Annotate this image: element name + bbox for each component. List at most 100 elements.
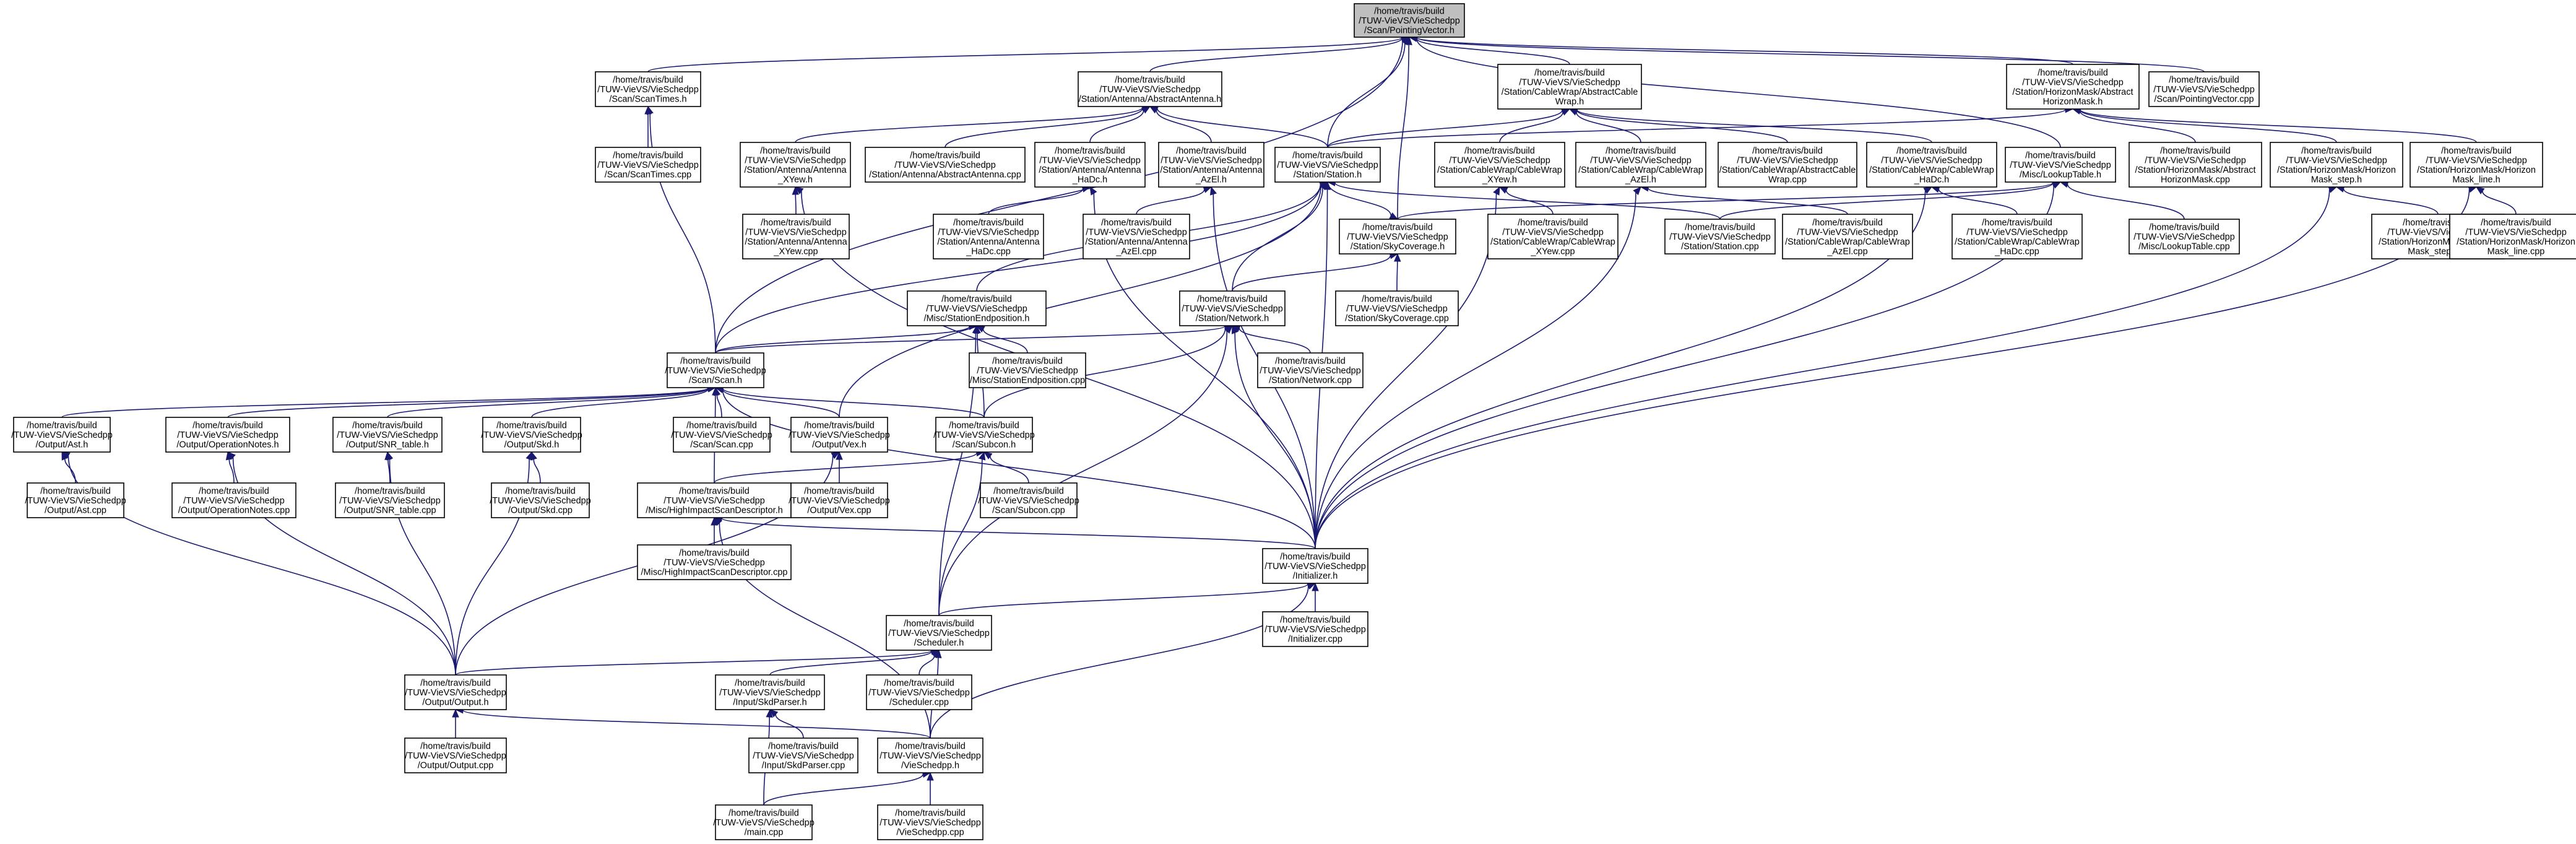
file-node[interactable]: /home/travis/build/TUW-VieVS/VieSchedpp/… bbox=[1866, 142, 1997, 188]
file-node[interactable]: /home/travis/build/TUW-VieVS/VieSchedpp/… bbox=[165, 417, 290, 453]
file-node[interactable]: /home/travis/build/TUW-VieVS/VieSchedpp/… bbox=[25, 482, 126, 518]
file-node[interactable]: /home/travis/build/TUW-VieVS/VieSchedpp/… bbox=[595, 147, 701, 183]
file-node[interactable]: /home/travis/build/TUW-VieVS/VieSchedpp/… bbox=[1158, 142, 1264, 188]
file-node[interactable]: /home/travis/build/TUW-VieVS/VieSchedpp/… bbox=[1034, 142, 1146, 188]
file-node[interactable]: /home/travis/build/TUW-VieVS/VieSchedpp/… bbox=[1335, 290, 1459, 326]
file-node[interactable]: /home/travis/build/TUW-VieVS/VieSchedpp/… bbox=[1354, 3, 1465, 38]
file-node[interactable]: /home/travis/build/TUW-VieVS/VieSchedpp/… bbox=[332, 417, 443, 453]
file-node[interactable]: /home/travis/build/TUW-VieVS/VieSchedpp/… bbox=[1664, 219, 1776, 255]
node-label-line: /Output/OperationNotes.cpp bbox=[178, 506, 290, 516]
node-label-line: /Output/Output.cpp bbox=[418, 761, 494, 771]
file-node[interactable]: /home/travis/build/TUW-VieVS/VieSchedpp/… bbox=[1951, 214, 2083, 259]
edge-line bbox=[795, 107, 1143, 143]
file-node[interactable]: /home/travis/build/TUW-VieVS/VieSchedpp/… bbox=[978, 482, 1079, 518]
file-node[interactable]: /home/travis/build/TUW-VieVS/VieSchedpp/… bbox=[2129, 219, 2240, 255]
file-node[interactable]: /home/travis/build/TUW-VieVS/VieSchedpp/… bbox=[748, 737, 858, 773]
file-node[interactable]: /home/travis/build/TUW-VieVS/VieSchedpp/… bbox=[907, 290, 1047, 326]
node-label-line: /Output/Ast.cpp bbox=[45, 506, 106, 516]
node-box bbox=[1257, 352, 1364, 388]
file-node[interactable]: /home/travis/build/TUW-VieVS/VieSchedpp/… bbox=[1339, 219, 1456, 255]
node-label-line: /TUW-VieVS/VieSchedpp bbox=[1277, 160, 1378, 170]
file-node[interactable]: /home/travis/build/TUW-VieVS/VieSchedpp/… bbox=[490, 482, 591, 518]
file-node[interactable]: /home/travis/build/TUW-VieVS/VieSchedpp/… bbox=[715, 674, 825, 710]
node-label-line: /home/travis/build bbox=[1055, 146, 1125, 156]
arrowhead bbox=[1312, 582, 1319, 591]
edge-line bbox=[1505, 190, 1554, 215]
file-node[interactable]: /home/travis/build/TUW-VieVS/VieSchedpp/… bbox=[335, 482, 445, 518]
file-node[interactable]: /home/travis/build/TUW-VieVS/VieSchedpp/… bbox=[933, 214, 1044, 259]
file-node[interactable]: /home/travis/build/TUW-VieVS/VieSchedpp/… bbox=[2005, 147, 2116, 183]
file-node[interactable]: /home/travis/build/TUW-VieVS/VieSchedpp/… bbox=[1179, 290, 1286, 326]
file-node[interactable]: /home/travis/build/TUW-VieVS/VieSchedpp/… bbox=[11, 417, 113, 453]
node-label-line: /TUW-VieVS/VieSchedpp bbox=[713, 818, 815, 828]
file-node[interactable]: /home/travis/build/TUW-VieVS/VieSchedpp/… bbox=[2270, 142, 2403, 188]
file-node[interactable]: /home/travis/build/TUW-VieVS/VieSchedpp/… bbox=[1078, 71, 1222, 107]
edge-line bbox=[647, 37, 1403, 72]
file-node[interactable]: /home/travis/build/TUW-VieVS/VieSchedpp/… bbox=[665, 352, 766, 388]
file-node[interactable]: /home/travis/build/TUW-VieVS/VieSchedpp/… bbox=[1262, 611, 1368, 647]
file-node[interactable]: /home/travis/build/TUW-VieVS/VieSchedpp/… bbox=[742, 214, 850, 259]
file-node[interactable]: /home/travis/build/TUW-VieVS/VieSchedpp/… bbox=[2410, 142, 2543, 188]
node-label-line: /Station/Antenna/AbstractAntenna.h bbox=[1079, 95, 1222, 105]
file-node[interactable]: /home/travis/build/TUW-VieVS/VieSchedpp/… bbox=[789, 417, 890, 453]
file-node[interactable]: /home/travis/build/TUW-VieVS/VieSchedpp/… bbox=[171, 482, 296, 518]
node-label-line: /home/travis/build bbox=[804, 487, 875, 497]
file-node[interactable]: /home/travis/build/TUW-VieVS/VieSchedpp/… bbox=[1274, 147, 1381, 183]
node-label-line: /Station/Antenna/Antenna bbox=[1039, 165, 1141, 175]
file-node[interactable]: /home/travis/build/TUW-VieVS/VieSchedpp/… bbox=[1434, 142, 1565, 188]
dependency-edge bbox=[531, 385, 717, 418]
arrowhead bbox=[452, 708, 459, 718]
file-node[interactable]: /home/travis/build/TUW-VieVS/VieSchedpp/… bbox=[1575, 142, 1706, 188]
node-label-line: /TUW-VieVS/VieSchedpp bbox=[2286, 155, 2387, 165]
node-label-line: /home/travis/build bbox=[760, 146, 831, 156]
file-node[interactable]: /home/travis/build/TUW-VieVS/VieSchedpp/… bbox=[1718, 142, 1857, 188]
file-node[interactable]: /home/travis/build/TUW-VieVS/VieSchedpp/… bbox=[886, 615, 992, 651]
node-label-line: /Station/Station.h bbox=[1294, 170, 1362, 180]
node-label-line: /home/travis/build bbox=[679, 549, 750, 559]
file-node[interactable]: /home/travis/build/TUW-VieVS/VieSchedpp/… bbox=[2129, 142, 2262, 188]
file-node[interactable]: /home/travis/build/TUW-VieVS/VieSchedpp/… bbox=[2449, 214, 2576, 259]
file-node[interactable]: /home/travis/build/TUW-VieVS/VieSchedpp/… bbox=[1497, 64, 1642, 110]
file-node[interactable]: /home/travis/build/TUW-VieVS/VieSchedpp/… bbox=[1782, 214, 1913, 259]
node-label-line: /Station/Antenna/Antenna bbox=[744, 165, 847, 175]
file-node[interactable]: /home/travis/build/TUW-VieVS/VieSchedpp/… bbox=[866, 674, 972, 710]
file-node[interactable]: /home/travis/build/TUW-VieVS/VieSchedpp/… bbox=[969, 352, 1086, 388]
node-label-line: /TUW-VieVS/VieSchedpp bbox=[933, 430, 1035, 440]
file-node[interactable]: /home/travis/build/TUW-VieVS/VieSchedpp/… bbox=[671, 417, 772, 453]
file-node[interactable]: /home/travis/build/TUW-VieVS/VieSchedpp/… bbox=[865, 147, 1026, 183]
file-node[interactable]: /home/travis/build/TUW-VieVS/VieSchedpp/… bbox=[481, 417, 582, 453]
file-node[interactable]: /home/travis/build/TUW-VieVS/VieSchedpp/… bbox=[404, 737, 507, 773]
node-label-line: /TUW-VieVS/VieSchedpp bbox=[894, 160, 996, 170]
node-label-line: /TUW-VieVS/VieSchedpp bbox=[339, 496, 441, 506]
file-node[interactable]: /home/travis/build/TUW-VieVS/VieSchedpp/… bbox=[637, 544, 792, 580]
node-box bbox=[1179, 290, 1286, 326]
file-node[interactable]: /home/travis/build/TUW-VieVS/VieSchedpp/… bbox=[637, 482, 792, 518]
file-node[interactable]: /home/travis/build/TUW-VieVS/VieSchedpp/… bbox=[595, 71, 701, 107]
node-label-line: /home/travis/build bbox=[2038, 68, 2108, 78]
edge-line bbox=[227, 387, 709, 418]
file-node[interactable]: /home/travis/build/TUW-VieVS/VieSchedpp/… bbox=[2006, 64, 2140, 110]
node-label-line: /Misc/LookupTable.h bbox=[2020, 170, 2101, 180]
file-node[interactable]: /home/travis/build/TUW-VieVS/VieSchedpp/… bbox=[404, 674, 507, 710]
file-node[interactable]: /home/travis/build/TUW-VieVS/VieSchedpp/… bbox=[740, 142, 851, 188]
edge-line bbox=[938, 331, 1228, 616]
node-label-line: /TUW-VieVS/VieSchedpp bbox=[719, 688, 821, 698]
file-node[interactable]: /home/travis/build/TUW-VieVS/VieSchedpp/… bbox=[933, 417, 1035, 453]
file-node[interactable]: /home/travis/build/TUW-VieVS/VieSchedpp/… bbox=[1083, 214, 1190, 259]
node-label-line: /home/travis/build bbox=[1176, 146, 1247, 156]
file-node[interactable]: /home/travis/build/TUW-VieVS/VieSchedpp/… bbox=[789, 482, 890, 518]
file-node[interactable]: /home/travis/build/TUW-VieVS/VieSchedpp/… bbox=[877, 804, 983, 840]
node-label-line: /home/travis/build bbox=[735, 679, 805, 689]
dependency-edge bbox=[1327, 181, 1399, 220]
arrowhead bbox=[792, 186, 800, 195]
edge-line bbox=[1315, 189, 2470, 549]
file-node[interactable]: /home/travis/build/TUW-VieVS/VieSchedpp/… bbox=[1262, 548, 1368, 584]
file-node[interactable]: /home/travis/build/TUW-VieVS/VieSchedpp/… bbox=[713, 804, 815, 840]
file-node[interactable]: /home/travis/build/TUW-VieVS/VieSchedpp/… bbox=[877, 737, 983, 773]
edge-line bbox=[795, 194, 797, 215]
node-label-line: /home/travis/build bbox=[1115, 76, 1185, 85]
edge-line bbox=[1499, 111, 1563, 143]
file-node[interactable]: /home/travis/build/TUW-VieVS/VieSchedpp/… bbox=[1487, 214, 1619, 259]
file-node[interactable]: /home/travis/build/TUW-VieVS/VieSchedpp/… bbox=[1257, 352, 1364, 388]
file-node[interactable]: /home/travis/build/TUW-VieVS/VieSchedpp/… bbox=[2148, 71, 2260, 107]
